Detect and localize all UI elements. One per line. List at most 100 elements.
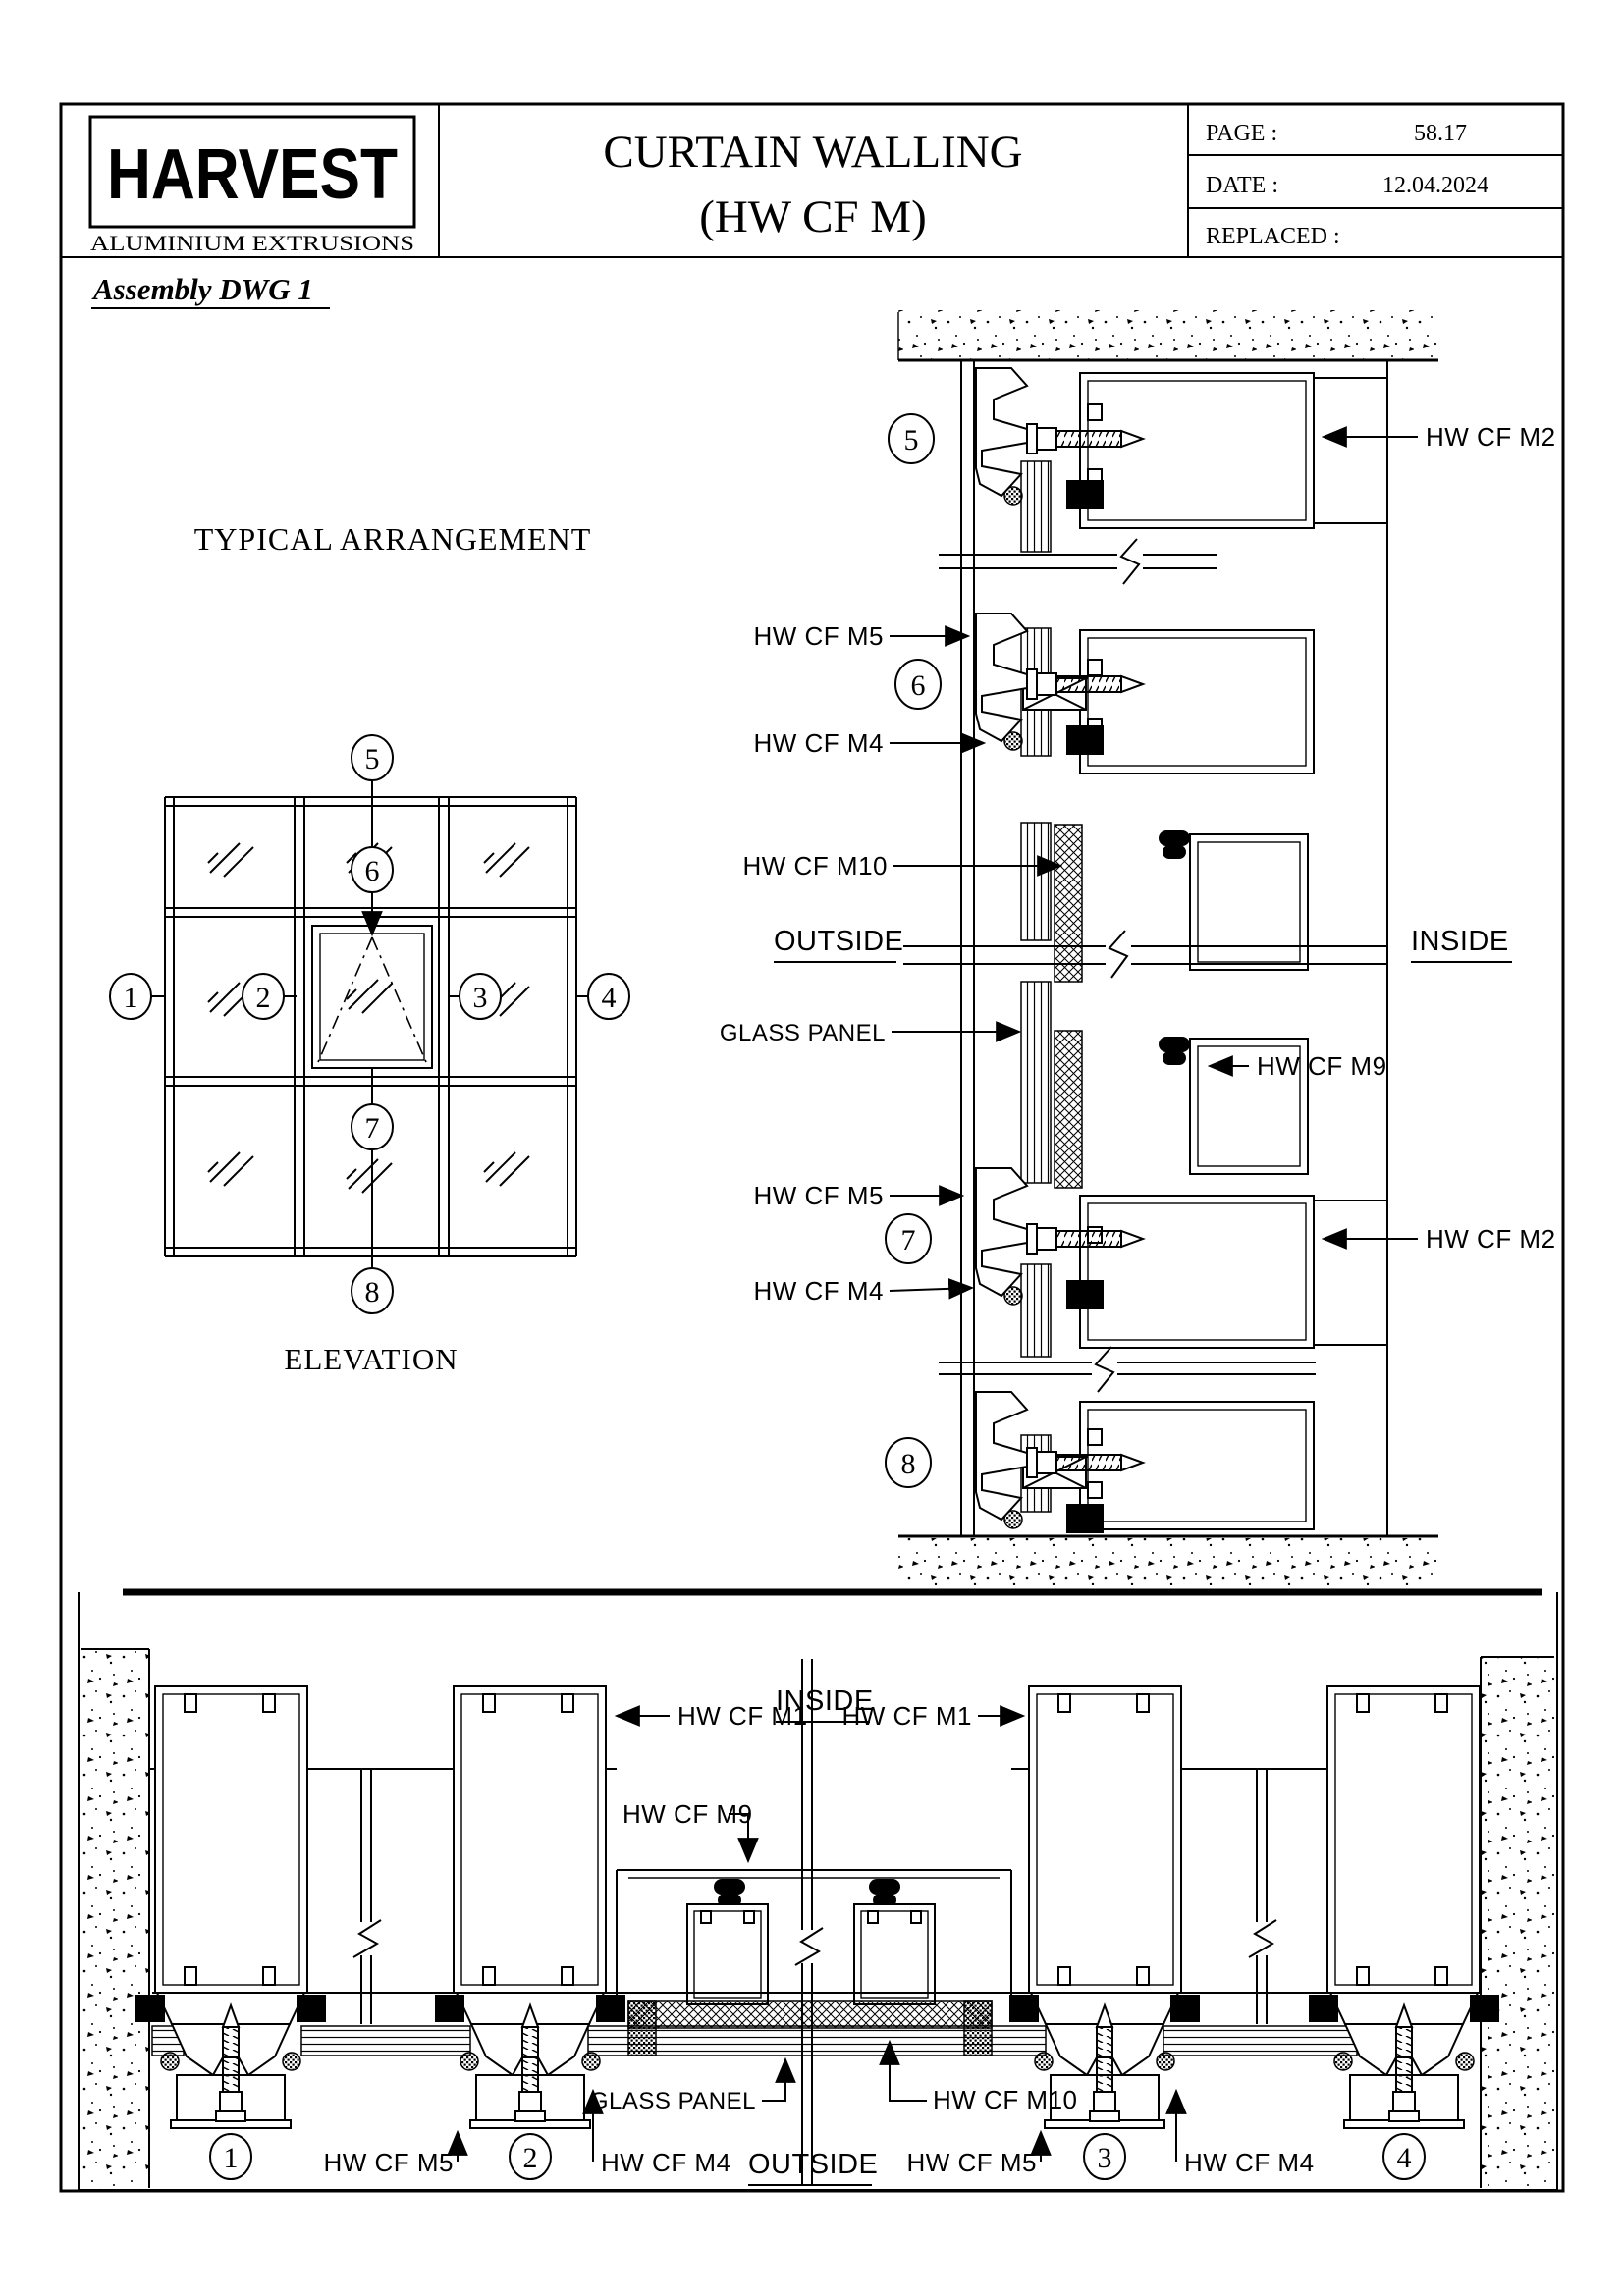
svg-text:HW CF M4: HW CF M4	[601, 2148, 731, 2177]
label-m10-plan: HW CF M10	[879, 2039, 1078, 2114]
elevation-callouts: 5 6 7 8 1 2 3 4	[109, 734, 630, 1314]
label-glass-panel-plan: GLASS PANEL	[590, 2056, 796, 2114]
wall-right	[1480, 1656, 1554, 2188]
vent-panel	[311, 925, 433, 1069]
label-m5-plan-right: HW CF M5	[906, 2129, 1052, 2177]
m2-profile-base	[1079, 1401, 1315, 1530]
m10-strip-lower	[1054, 1030, 1083, 1189]
mullion-4	[1326, 1685, 1481, 1994]
svg-text:HW CF M5: HW CF M5	[753, 1181, 884, 1210]
svg-text:HW CF M10: HW CF M10	[933, 2085, 1078, 2114]
bracket-3	[1009, 1992, 1200, 2129]
callout-8: 8	[351, 1267, 394, 1314]
svg-text:Assembly DWG 1: Assembly DWG 1	[91, 272, 313, 306]
m9-profile-upper	[1159, 830, 1309, 971]
horizontal-section: INSIDE HW CF M1 HW CF M1 HW CF M9 GLASS …	[78, 1588, 1558, 2191]
bracket-2	[435, 1992, 625, 2129]
mullion-3	[1028, 1685, 1182, 1994]
page-label: PAGE :	[1206, 121, 1277, 146]
svg-text:7: 7	[365, 1112, 380, 1145]
label-m1-right: HW CF M1	[841, 1701, 1026, 1731]
svg-text:HW CF M9: HW CF M9	[1257, 1051, 1387, 1081]
label-outside-plan: OUTSIDE	[748, 2149, 878, 2186]
svg-text:HW CF M5: HW CF M5	[906, 2148, 1037, 2177]
svg-text:6: 6	[365, 855, 380, 887]
svg-text:HW CF M1: HW CF M1	[841, 1701, 972, 1731]
svg-text:8: 8	[365, 1276, 380, 1308]
callout-8-section: 8	[885, 1437, 932, 1488]
vertical-section: 5 6 7 8 HW CF M2 HW CF M5 HW CF M4 HW CF…	[720, 310, 1556, 1585]
svg-text:GLASS PANEL: GLASS PANEL	[720, 1020, 886, 1046]
svg-text:OUTSIDE: OUTSIDE	[748, 2149, 878, 2180]
callout-2-plan: 2	[509, 2133, 552, 2180]
callout-6-section: 6	[894, 659, 942, 710]
svg-text:1: 1	[124, 982, 138, 1014]
callout-5: 5	[351, 734, 394, 781]
sheet-title-line1: CURTAIN WALLING	[603, 127, 1022, 178]
svg-text:GLASS PANEL: GLASS PANEL	[590, 2088, 756, 2114]
label-m5-lower: HW CF M5	[753, 1181, 965, 1210]
mullion-2	[453, 1685, 607, 1994]
typical-arrangement: TYPICAL ARRANGEMENT 5 6 7 8	[109, 521, 630, 1376]
bracket-1	[135, 1992, 326, 2129]
svg-text:HW CF M2: HW CF M2	[1426, 1224, 1556, 1254]
revision-table: PAGE : 58.17 DATE : 12.04.2024 REPLACED …	[1188, 121, 1563, 249]
svg-text:1: 1	[224, 2142, 239, 2174]
label-m2-bottom: HW CF M2	[1321, 1224, 1556, 1254]
label-outside-section: OUTSIDE	[774, 926, 903, 963]
drawing-name: Assembly DWG 1	[91, 272, 330, 309]
svg-text:7: 7	[901, 1224, 916, 1256]
callout-2: 2	[242, 973, 285, 1020]
label-m4-lower: HW CF M4	[753, 1276, 975, 1306]
callout-6: 6	[351, 846, 394, 893]
label-m4-upper: HW CF M4	[753, 728, 987, 758]
label-m10: HW CF M10	[743, 851, 1063, 881]
replaced-label: REPLACED :	[1206, 224, 1340, 249]
arrangement-title: TYPICAL ARRANGEMENT	[194, 521, 591, 557]
callout-3: 3	[459, 973, 502, 1020]
label-m4-plan-right: HW CF M4	[1165, 2088, 1315, 2177]
svg-text:HW CF M5: HW CF M5	[323, 2148, 454, 2177]
svg-text:HW CF M4: HW CF M4	[753, 1276, 884, 1306]
svg-text:INSIDE: INSIDE	[1411, 926, 1509, 957]
logo-subtext: ALUMINIUM EXTRUSIONS	[90, 231, 414, 255]
label-m9-section: HW CF M9	[1207, 1051, 1387, 1081]
label-m1-left: HW CF M1	[614, 1701, 807, 1731]
callout-4-plan: 4	[1382, 2133, 1426, 2180]
concrete-slab-top	[897, 310, 1438, 362]
label-m4-plan-left: HW CF M4	[582, 2088, 731, 2177]
callout-5-section: 5	[888, 413, 935, 464]
break-line-2	[903, 930, 1386, 979]
sheet-title-line2: (HW CF M)	[699, 191, 927, 242]
label-inside-section: INSIDE	[1411, 926, 1512, 963]
break-line-1	[939, 538, 1217, 585]
svg-text:6: 6	[911, 669, 926, 702]
elevation-grid	[164, 796, 577, 1257]
glass-panel-section	[1020, 460, 1052, 1513]
svg-text:INSIDE: INSIDE	[776, 1685, 874, 1717]
label-inside-plan: INSIDE	[776, 1685, 874, 1723]
svg-text:HW CF M4: HW CF M4	[753, 728, 884, 758]
svg-text:HW CF M4: HW CF M4	[1184, 2148, 1315, 2177]
label-m2-top: HW CF M2	[1321, 422, 1555, 452]
callout-1: 1	[109, 973, 152, 1020]
break-line-3	[939, 1346, 1316, 1393]
label-m5-upper: HW CF M5	[753, 621, 971, 651]
m2-profile-bottom	[1079, 1195, 1387, 1349]
svg-text:2: 2	[523, 2142, 538, 2174]
bracket-4	[1309, 1992, 1499, 2129]
elevation-caption: ELEVATION	[284, 1342, 458, 1376]
glass-lines-plan	[350, 1659, 1278, 2184]
svg-text:HW CF M10: HW CF M10	[743, 851, 889, 881]
label-glass-panel-section: GLASS PANEL	[720, 1020, 1022, 1046]
callout-7: 7	[351, 1103, 394, 1150]
company-logo: HARVEST ALUMINIUM EXTRUSIONS	[88, 115, 416, 255]
date-label: DATE :	[1206, 173, 1278, 198]
title-block: HARVEST ALUMINIUM EXTRUSIONS CURTAIN WAL…	[88, 115, 1563, 255]
m2-profile-top	[1079, 372, 1387, 529]
section-box	[78, 1592, 1558, 2191]
label-m9-plan: HW CF M9	[622, 1799, 759, 1864]
svg-text:3: 3	[1098, 2142, 1112, 2174]
